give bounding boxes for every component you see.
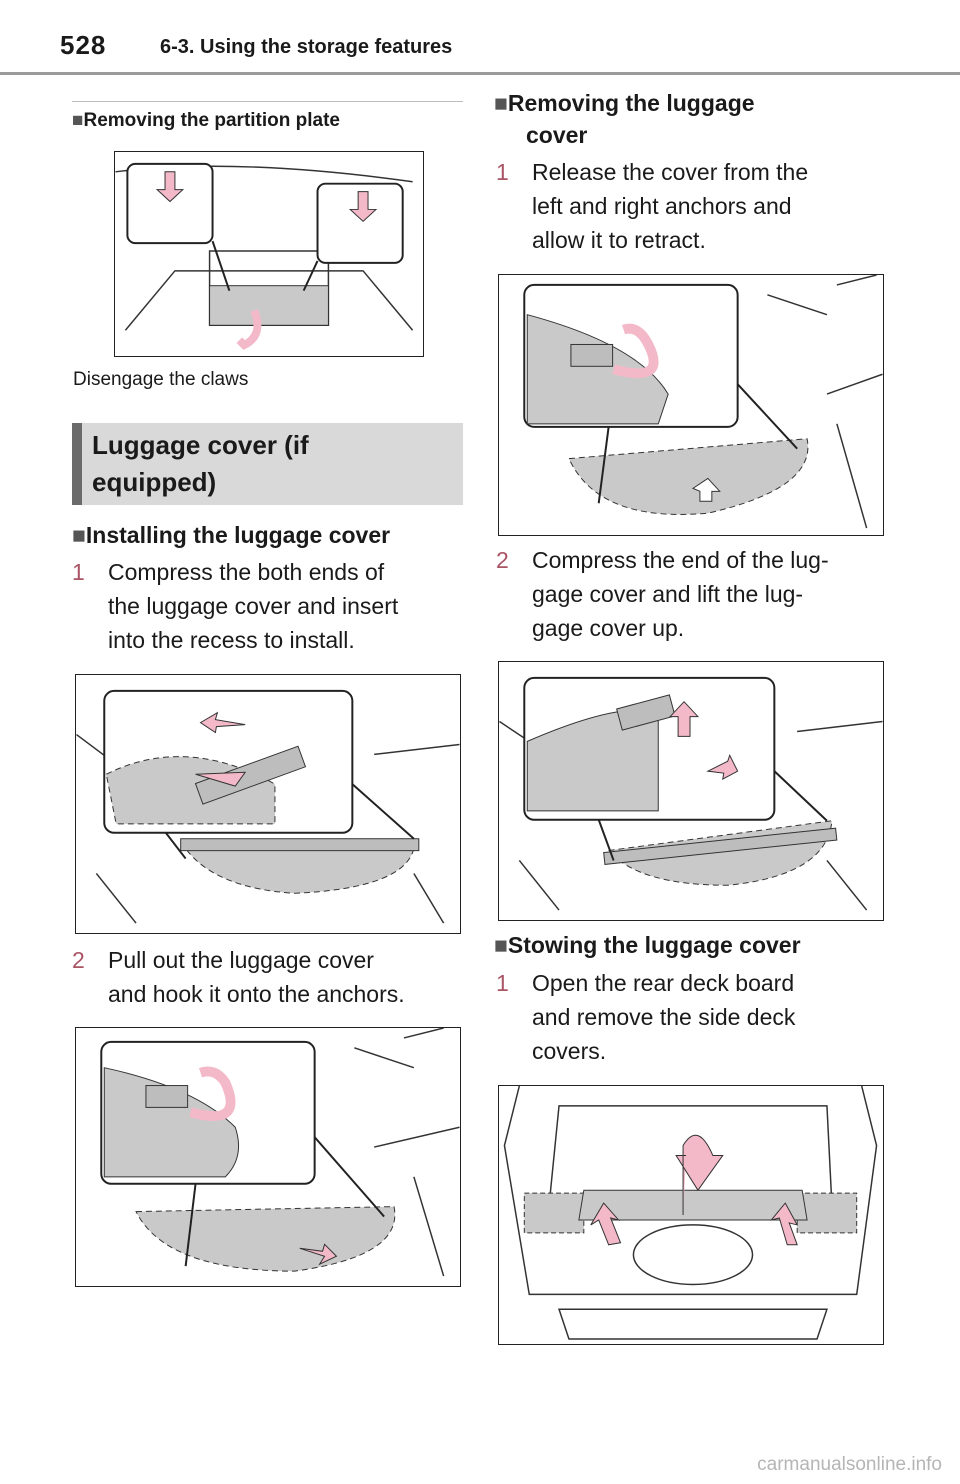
step-line: Compress the both ends of [108, 559, 385, 585]
step-line: left and right anchors and [532, 193, 792, 219]
luggage-cover-banner: Luggage cover (if equipped) [72, 423, 463, 505]
install-step-2: 2 Pull out the luggage cover and hook it… [72, 943, 463, 1011]
bullet-icon: ■ [494, 932, 508, 958]
step-number: 1 [72, 559, 85, 585]
stow-cover-illustration [498, 1085, 884, 1345]
lift-cover-illustration [498, 661, 884, 921]
install-heading-text: Installing the luggage cover [85, 522, 391, 548]
bullet-icon: ■ [494, 90, 508, 116]
remove-heading-line2: cover [526, 122, 588, 148]
banner-title: Luggage cover (if equipped) [92, 427, 309, 501]
step-number: 1 [496, 159, 509, 185]
partition-heading: ■Removing the partition plate [72, 110, 340, 132]
banner-title-line2: equipped) [92, 467, 217, 497]
step-line: allow it to retract. [532, 227, 706, 253]
step-line: into the recess to install. [108, 627, 355, 653]
bullet-icon: ■ [72, 522, 86, 548]
install-step-1: 1 Compress the both ends of the luggage … [72, 555, 463, 657]
stow-heading: ■Stowing the luggage cover [494, 929, 801, 961]
step-line: covers. [532, 1038, 607, 1064]
remove-step-1: 1 Release the cover from the left and ri… [496, 155, 887, 257]
remove-heading-line1: Removing the luggage [507, 90, 755, 116]
hook-anchors-illustration [75, 1027, 461, 1287]
page-number: 528 [60, 30, 107, 60]
header-rule [0, 72, 960, 75]
step-number: 1 [496, 970, 509, 996]
step-line: and remove the side deck [532, 1004, 796, 1030]
stow-step-1: 1 Open the rear deck board and remove th… [496, 966, 887, 1068]
remove-heading: ■Removing the luggage cover [494, 87, 755, 151]
watermark: carmanualsonline.info [757, 1454, 942, 1475]
step-line: Open the rear deck board [532, 970, 795, 996]
step-number: 2 [72, 947, 85, 973]
install-cover-illustration [75, 674, 461, 934]
bullet-icon: ■ [72, 110, 84, 131]
release-cover-illustration [498, 274, 884, 536]
partition-plate-illustration [114, 151, 424, 357]
partition-caption: Disengage the claws [73, 369, 249, 390]
install-heading: ■Installing the luggage cover [72, 519, 390, 551]
stow-heading-text: Stowing the luggage cover [507, 932, 801, 958]
section-title: 6-3. Using the storage features [160, 36, 453, 58]
step-line: and hook it onto the anchors. [108, 981, 405, 1007]
step-number: 2 [496, 547, 509, 573]
step-line: Pull out the luggage cover [108, 947, 374, 973]
step-line: Compress the end of the lug- [532, 547, 829, 573]
banner-bar [72, 423, 82, 505]
step-line: the luggage cover and insert [108, 593, 399, 619]
remove-step-2: 2 Compress the end of the lug- gage cove… [496, 543, 887, 645]
partition-heading-text: Removing the partition plate [83, 110, 341, 131]
step-line: gage cover up. [532, 615, 685, 641]
step-line: Release the cover from the [532, 159, 809, 185]
section-rule [72, 101, 463, 102]
step-line: gage cover and lift the lug- [532, 581, 804, 607]
banner-title-line1: Luggage cover (if [92, 430, 309, 460]
